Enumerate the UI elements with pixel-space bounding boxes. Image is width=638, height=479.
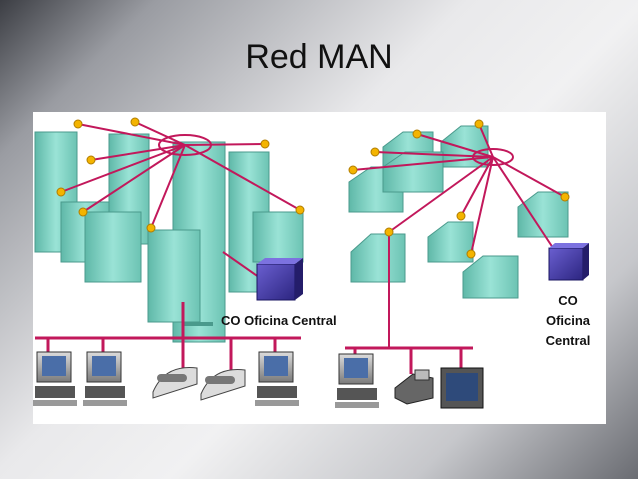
left-pc-2 (83, 351, 127, 406)
right-links (352, 123, 566, 348)
left-pc-1 (33, 351, 77, 406)
right-nodes (348, 119, 570, 259)
left-co-label: CO Oficina Central (221, 313, 337, 328)
right-co-label-line2: Oficina (546, 313, 591, 328)
right-monitor (440, 367, 484, 409)
right-co-label-line1: CO (558, 293, 578, 308)
diagram-panel: CO Oficina Central (33, 112, 606, 424)
right-co-box (548, 243, 589, 281)
right-printer (394, 369, 434, 405)
right-pc (335, 353, 379, 408)
left-phone-1 (152, 367, 198, 399)
left-co-box (256, 258, 303, 301)
left-buildings (34, 131, 304, 343)
right-buildings (348, 125, 569, 299)
slide-title: Red MAN (245, 38, 393, 76)
left-pc-3 (255, 351, 299, 406)
left-nodes (56, 117, 305, 233)
left-links (60, 121, 301, 281)
right-co-label-line3: Central (546, 333, 591, 348)
man-diagram: CO Oficina Central (33, 117, 591, 409)
left-phone-2 (200, 369, 246, 401)
